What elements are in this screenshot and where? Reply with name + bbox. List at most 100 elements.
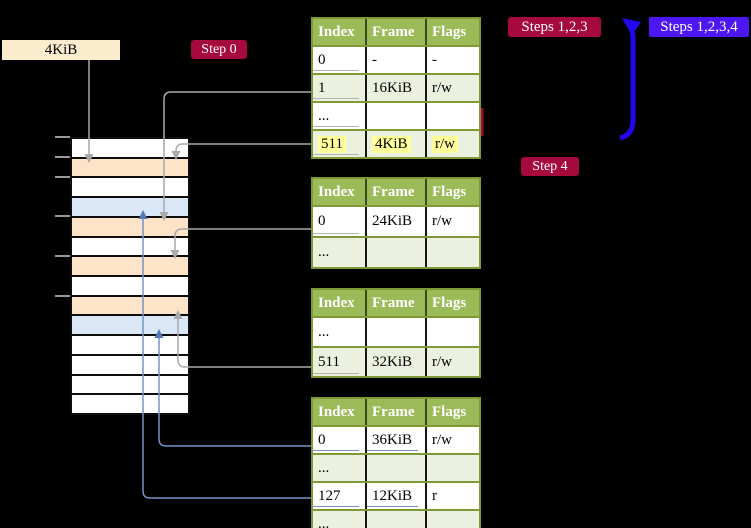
memory-frame-row	[72, 178, 188, 199]
table-cell: 24KiB	[367, 207, 427, 236]
table-cell: r	[427, 483, 479, 509]
table-cell	[367, 103, 427, 129]
memory-frame-row	[72, 375, 188, 396]
table-header-cell: Index	[313, 19, 367, 45]
table-cell: 0	[313, 47, 367, 73]
table-cell	[367, 238, 427, 267]
table-cell: r/w	[427, 75, 479, 101]
table-cell	[427, 455, 479, 481]
table-row: ...	[313, 509, 479, 528]
table-header-cell: Flags	[427, 399, 479, 425]
table-cell	[427, 318, 479, 346]
highlighted-value: 4KiB	[372, 135, 411, 153]
table-cell: 36KiB	[367, 427, 427, 453]
cell-underline	[313, 97, 359, 99]
table-cell: r/w	[427, 348, 479, 376]
memory-frame-row	[72, 257, 188, 278]
table-cell	[427, 511, 479, 528]
cell-underline	[313, 69, 359, 71]
table-cell: 511	[313, 348, 367, 376]
table-cell	[427, 238, 479, 267]
table-cell: r/w	[427, 427, 479, 453]
cell-underline	[313, 153, 359, 155]
cell-underline	[367, 505, 419, 507]
table-cell: 1	[313, 75, 367, 101]
table-cell: ...	[313, 318, 367, 346]
table-header-cell: Frame	[367, 179, 427, 205]
memory-frame-row	[72, 316, 188, 337]
badge-step-4: Step 4	[521, 157, 579, 176]
memory-frame-row	[72, 355, 188, 376]
table-cell: ...	[313, 511, 367, 528]
red-tick-mark	[481, 108, 484, 136]
table-cell: -	[367, 47, 427, 73]
table-cell: r/w	[427, 207, 479, 236]
memory-frame-row	[72, 277, 188, 297]
table-header-cell: Flags	[427, 179, 479, 205]
memory-tick	[55, 155, 70, 158]
table-cell	[367, 318, 427, 346]
memory-frame-row	[72, 198, 188, 218]
table-cell: 0	[313, 207, 367, 236]
table-cell: -	[427, 47, 479, 73]
cell-underline	[313, 125, 359, 127]
table-header-cell: Flags	[427, 290, 479, 316]
table-cell: 32KiB	[367, 348, 427, 376]
cell-underline	[313, 372, 359, 374]
arrow-entry511-to-frame32	[173, 310, 311, 368]
cell-underline	[313, 449, 359, 451]
memory-tick	[55, 294, 70, 297]
table-cell: 4KiB	[367, 131, 427, 157]
table-header-cell: Frame	[367, 399, 427, 425]
highlighted-value: r/w	[432, 135, 458, 153]
cell-underline	[313, 505, 359, 507]
table-header-cell: Flags	[427, 19, 479, 45]
table-row: 0--	[313, 45, 479, 73]
memory-frame-row	[72, 395, 188, 414]
table-header-cell: Index	[313, 399, 367, 425]
memory-frame-row	[72, 237, 188, 258]
table-cell: r/w	[427, 131, 479, 157]
table-row: ...	[313, 101, 479, 129]
table-row: ...	[313, 316, 479, 346]
highlighted-value: 511	[318, 135, 346, 153]
table-cell: ...	[313, 238, 367, 267]
memory-frame-row	[72, 158, 188, 179]
table-cell: ...	[313, 103, 367, 129]
table-row: ...	[313, 453, 479, 481]
page-size-label: 4KiB	[2, 40, 120, 60]
table-row: 511 4KiB r/w	[313, 129, 479, 157]
memory-frame-row	[72, 217, 188, 238]
badge-steps-1-2-3: Steps 1,2,3	[508, 17, 601, 37]
cell-underline	[313, 232, 359, 234]
memory-tick	[55, 175, 70, 178]
big-loop-arrow	[619, 18, 642, 141]
table-cell: ...	[313, 455, 367, 481]
memory-frame-row	[72, 336, 188, 356]
cell-underline	[367, 449, 419, 451]
physical-memory-strip	[70, 137, 190, 415]
badge-steps-1-2-3-4: Steps 1,2,3,4	[649, 17, 749, 37]
table-cell: 12KiB	[367, 483, 427, 509]
table-header-cell: Index	[313, 179, 367, 205]
table-cell: 16KiB	[367, 75, 427, 101]
table-cell	[367, 511, 427, 528]
memory-tick	[55, 215, 70, 218]
memory-frame-row	[72, 296, 188, 317]
arrow-entry511-to-frame4	[171, 143, 311, 160]
badge-step-0: Step 0	[191, 40, 247, 59]
table-cell	[367, 455, 427, 481]
table-cell	[427, 103, 479, 129]
table-cell: 127	[313, 483, 367, 509]
